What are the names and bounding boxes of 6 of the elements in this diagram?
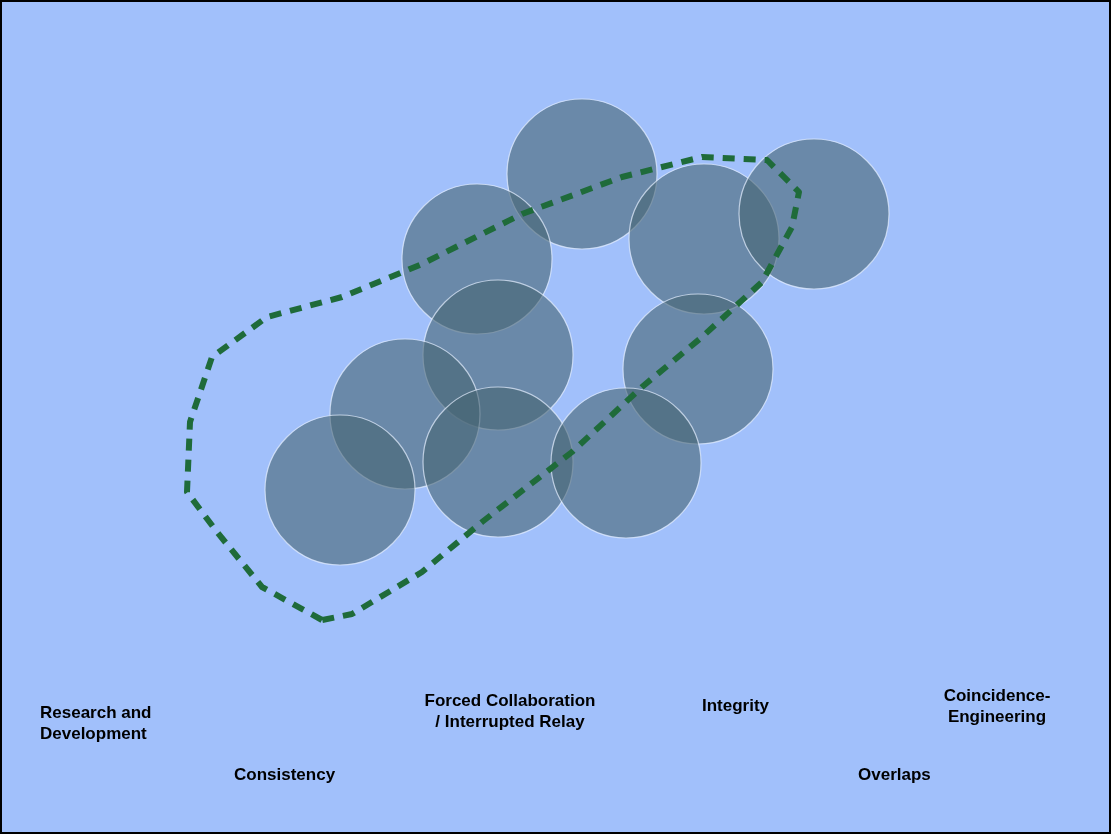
category-label: Integrity — [702, 695, 771, 716]
category-label: Coincidence-Engineering — [942, 685, 1052, 727]
category-label: Forced Collaboration / Interrupted Relay — [423, 690, 597, 732]
category-label: Research and Development — [40, 702, 153, 744]
category-label: Consistency — [234, 764, 337, 785]
category-label: Overlaps — [858, 764, 932, 785]
